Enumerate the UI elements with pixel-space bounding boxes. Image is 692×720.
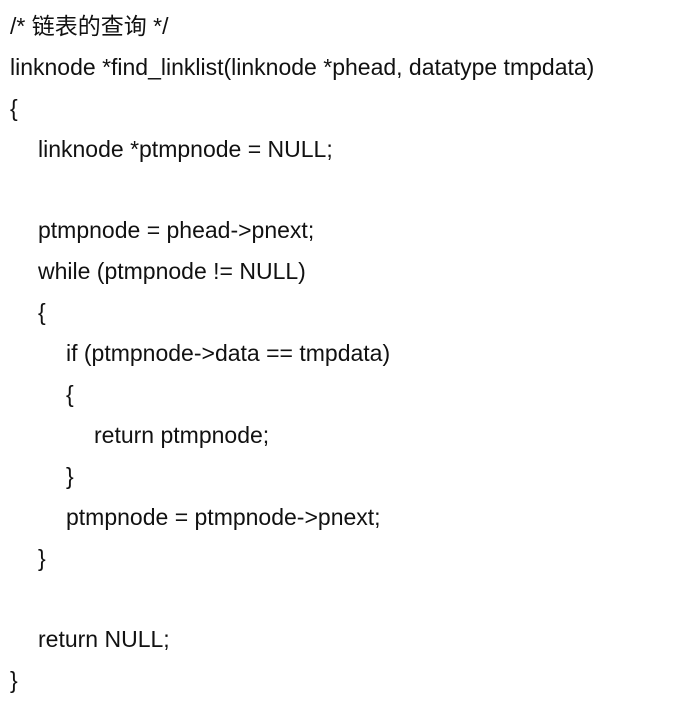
code-line-declaration: linknode *ptmpnode = NULL; — [38, 135, 333, 162]
code-line-assignment: ptmpnode = phead->pnext; — [38, 217, 315, 244]
code-line-while-close-brace: } — [38, 544, 46, 571]
code-line-comment: /* 链表的查询 */ — [10, 13, 169, 39]
code-line-while: while (ptmpnode != NULL) — [38, 258, 306, 285]
code-line-while-open-brace: { — [38, 299, 46, 326]
code-line-if: if (ptmpnode->data == tmpdata) — [66, 340, 391, 367]
code-line-if-open-brace: { — [66, 381, 74, 408]
code-line-blank — [10, 170, 692, 211]
code-line-advance: ptmpnode = ptmpnode->pnext; — [66, 503, 381, 530]
code-line-open-brace: { — [10, 94, 18, 121]
code-line-blank — [10, 578, 692, 619]
code-line-function-signature: linknode *find_linklist(linknode *phead,… — [10, 53, 595, 80]
code-line-close-brace: } — [10, 667, 18, 694]
code-line-if-close-brace: } — [66, 462, 74, 489]
code-line-return-null: return NULL; — [38, 626, 170, 653]
code-line-return-node: return ptmpnode; — [94, 421, 270, 448]
